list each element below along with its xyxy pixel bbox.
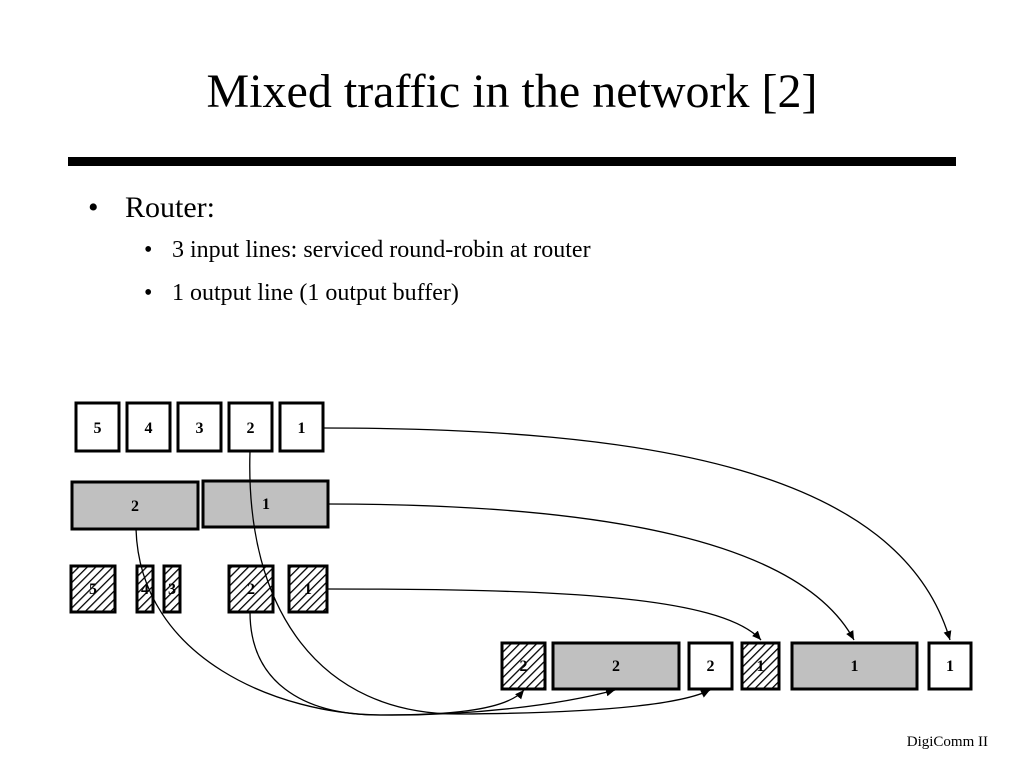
input-packet: 2 (227, 564, 275, 614)
svg-text:1: 1 (304, 581, 312, 598)
title-rule (68, 157, 956, 166)
bullet-router: • Router: (88, 188, 215, 228)
svg-text:4: 4 (141, 581, 149, 598)
input-packet: 4 (135, 564, 155, 614)
input-packet: 1 (201, 479, 330, 529)
input-line-middle: 2 1 (70, 479, 330, 531)
bullet-dot: • (144, 280, 153, 306)
svg-text:5: 5 (94, 420, 102, 437)
input-packet: 2 (70, 480, 200, 531)
input-packet: 5 (74, 401, 121, 453)
input-packet: 2 (227, 401, 274, 453)
svg-text:2: 2 (520, 658, 528, 675)
svg-text:3: 3 (196, 420, 204, 437)
sub-bullet-output-line-text: 1 output line (1 output buffer) (172, 280, 459, 306)
svg-text:5: 5 (89, 581, 97, 598)
svg-text:1: 1 (757, 658, 765, 675)
input-line-bottom: 5 4 3 2 1 (69, 564, 329, 614)
bullet-dot: • (144, 237, 153, 263)
routing-arrows (135, 427, 952, 716)
output-packet: 2 (687, 641, 734, 691)
input-packet: 1 (287, 564, 329, 614)
arrow-top-1-to-out (322, 427, 952, 641)
input-line-top: 5 4 3 2 1 (74, 401, 325, 453)
arrow-bottom-2-to-out (249, 611, 525, 716)
bullet-router-text: Router: (125, 191, 215, 224)
output-buffer: 2 2 2 1 1 1 (500, 641, 973, 691)
svg-text:1: 1 (262, 496, 270, 513)
input-packet: 4 (125, 401, 172, 453)
svg-text:2: 2 (247, 581, 255, 598)
output-packet: 2 (551, 641, 681, 691)
output-packet: 1 (740, 641, 781, 691)
bullet-dot: • (88, 191, 99, 224)
output-packet: 1 (927, 641, 973, 691)
output-packet: 1 (790, 641, 919, 691)
svg-text:2: 2 (247, 420, 255, 437)
input-packet: 3 (176, 401, 223, 453)
arrow-bottom-1-to-out (326, 588, 762, 641)
slide-title: Mixed traffic in the network [2] (206, 65, 818, 118)
svg-text:2: 2 (131, 498, 139, 515)
svg-text:2: 2 (612, 658, 620, 675)
svg-text:1: 1 (851, 658, 859, 675)
arrow-middle-1-to-out (327, 503, 855, 641)
svg-text:2: 2 (707, 658, 715, 675)
arrow-top-2-to-out (249, 450, 711, 715)
svg-text:1: 1 (946, 658, 954, 675)
sub-bullet-output-line: • 1 output line (1 output buffer) (144, 277, 459, 309)
svg-text:4: 4 (145, 420, 153, 437)
sub-bullet-input-lines-text: 3 input lines: serviced round-robin at r… (172, 237, 591, 263)
svg-text:3: 3 (168, 581, 176, 598)
input-packet: 3 (162, 564, 182, 614)
sub-bullet-input-lines: • 3 input lines: serviced round-robin at … (144, 234, 591, 266)
svg-text:1: 1 (298, 420, 306, 437)
input-packet: 1 (278, 401, 325, 453)
output-packet: 2 (500, 641, 547, 691)
footer: DigiComm II (906, 734, 988, 750)
input-packet: 5 (69, 564, 117, 614)
